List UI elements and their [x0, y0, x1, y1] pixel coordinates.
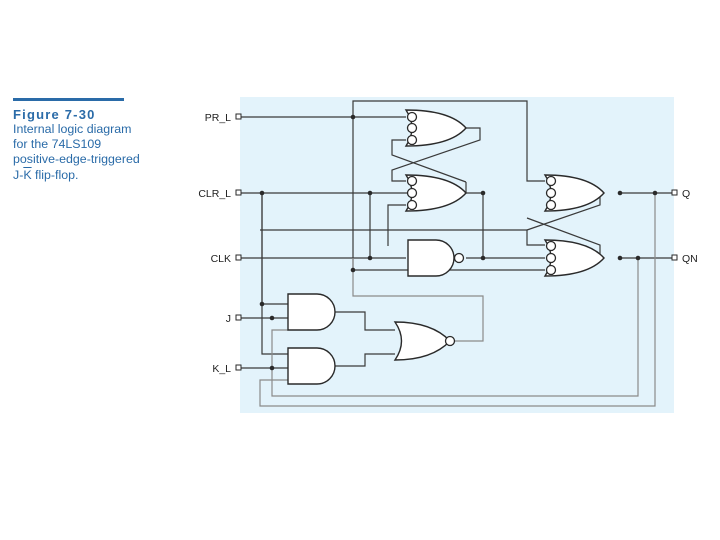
- j-pin: [235, 314, 242, 321]
- clr-pin: [235, 189, 242, 196]
- clr-to-k-gate: [261, 193, 288, 355]
- label-pr: PR_L: [205, 112, 231, 124]
- pins: [235, 113, 678, 371]
- label-j: J: [226, 313, 231, 325]
- gate-nor: [393, 321, 451, 361]
- figure-caption: Figure 7-30 Internal logic diagram for t…: [13, 98, 193, 183]
- k-pin: [235, 364, 242, 371]
- label-k: K_L: [212, 363, 231, 375]
- label-q: Q: [682, 188, 690, 200]
- caption-j-text: J-: [13, 167, 24, 182]
- pr-pin: [235, 113, 242, 120]
- q-bus-to-nor: [260, 229, 545, 246]
- upper-cross-b: [391, 139, 467, 183]
- gates: [287, 109, 605, 385]
- caption-line-1: Internal logic diagram: [13, 122, 132, 136]
- caption-line-2: for the 74LS109: [13, 137, 102, 152]
- q-return-to-k: [259, 193, 656, 407]
- label-qn: QN: [682, 253, 698, 265]
- label-clr: CLR_L: [198, 188, 231, 200]
- caption-line-4: J-K flip-flop.: [13, 168, 193, 183]
- caption-rule: [13, 98, 124, 101]
- gate-and-j: [287, 293, 336, 331]
- figure-number: Figure 7-30: [13, 107, 96, 122]
- caption-ff-text: flip-flop.: [31, 167, 79, 182]
- qn-pin: [671, 254, 678, 261]
- upper-cross-a: [391, 127, 481, 182]
- gate-clk-nand: [407, 239, 455, 277]
- qn-return-to-j: [271, 258, 639, 397]
- caption-k-bar-text: K: [23, 167, 32, 182]
- pin-labels: PR_L CLR_L CLK J K_L Q QN: [198, 112, 697, 375]
- junctions: [259, 114, 658, 371]
- gate-and-k: [287, 347, 336, 385]
- q-pin: [671, 189, 678, 196]
- pr-to-q-gate: [352, 100, 545, 182]
- caption-line-3: positive-edge-triggered: [13, 152, 140, 167]
- j-gate-to-nor: [335, 311, 395, 331]
- clk-gate-in-from-upper: [387, 204, 406, 246]
- clk-pin: [235, 254, 242, 261]
- label-clk: CLK: [211, 253, 231, 265]
- k-gate-to-nor: [335, 353, 395, 367]
- input-wires: [241, 116, 672, 369]
- nor-to-clocked-gate: [352, 258, 484, 342]
